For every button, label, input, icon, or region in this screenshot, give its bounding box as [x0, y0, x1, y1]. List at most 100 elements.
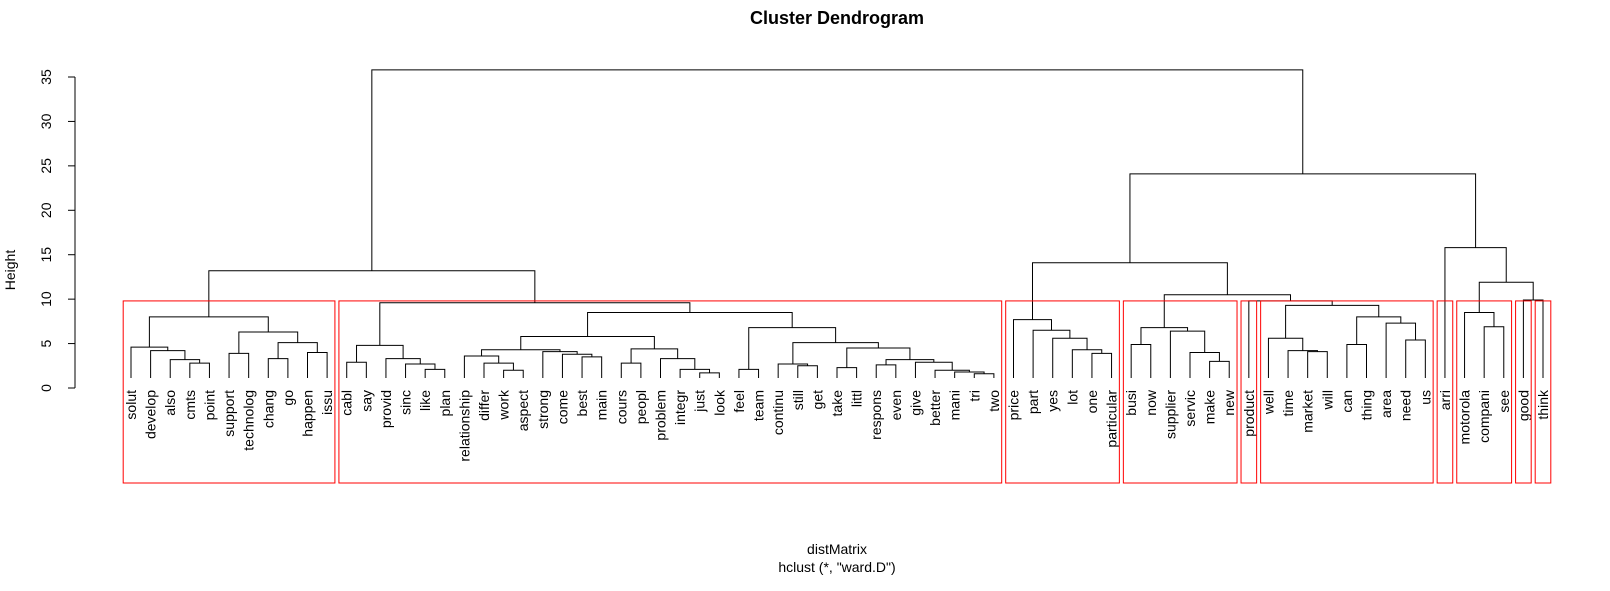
- y-tick-label: 5: [38, 339, 54, 347]
- y-tick-label: 20: [38, 202, 54, 218]
- leaf-label: go: [280, 390, 296, 406]
- dendrogram-link: [1267, 337, 1304, 378]
- dendrogram-link: [875, 364, 897, 378]
- leaf-label: well: [1260, 390, 1276, 415]
- leaf-label: plan: [437, 390, 453, 416]
- leaf-label: get: [809, 390, 825, 410]
- dendrogram-link: [371, 69, 1304, 271]
- dendrogram-link: [777, 363, 809, 378]
- dendrogram-link: [424, 368, 446, 378]
- dendrogram-link: [1130, 343, 1152, 378]
- dendrogram-link: [1163, 294, 1292, 328]
- leaf-label: two: [986, 390, 1002, 412]
- dendrogram-link: [699, 372, 720, 378]
- dendrogram-link: [660, 358, 696, 378]
- dendrogram-link: [1032, 329, 1071, 378]
- dendrogram-link: [1405, 339, 1426, 378]
- dendrogram-link: [581, 356, 603, 378]
- leaf-label: continu: [770, 390, 786, 435]
- leaf-label: thing: [1359, 390, 1375, 420]
- cluster-box: [1260, 300, 1434, 484]
- leaf-label: servic: [1182, 390, 1198, 427]
- dendrogram-link: [797, 365, 818, 378]
- leaf-label: compani: [1476, 390, 1492, 443]
- leaf-label: chang: [260, 390, 276, 428]
- leaf-label: sinc: [398, 390, 414, 415]
- dendrogram-link: [587, 311, 793, 337]
- dendrogram-link: [1169, 330, 1206, 378]
- dendrogram-link: [1385, 322, 1417, 378]
- dendrogram-link: [503, 369, 524, 378]
- y-tick-label: 15: [38, 247, 54, 263]
- x-axis-label: distMatrix: [807, 541, 867, 557]
- dendrogram-link: [1478, 281, 1534, 313]
- dendrogram-link: [620, 362, 642, 378]
- leaf-label: provid: [378, 390, 394, 428]
- dendrogram-link: [379, 302, 691, 346]
- leaf-label: littl: [849, 390, 865, 407]
- leaf-label: part: [1025, 390, 1041, 414]
- leaf-label: tri: [966, 390, 982, 402]
- dendrogram-link: [307, 351, 328, 378]
- dendrogram-link: [346, 361, 367, 378]
- cluster-box: [122, 300, 336, 484]
- leaf-label: come: [554, 390, 570, 424]
- leaf-label: busi: [1123, 390, 1139, 416]
- dendrogram-link: [679, 368, 711, 378]
- cluster-box: [1436, 300, 1454, 484]
- leaf-label: feel: [731, 390, 747, 413]
- dendrogram-link: [1052, 337, 1088, 378]
- leaf-label: differ: [476, 390, 492, 421]
- dendrogram-link: [1209, 360, 1230, 378]
- dendrogram-link: [463, 355, 500, 378]
- dendrogram-link: [520, 335, 655, 350]
- leaf-label: particular: [1104, 390, 1120, 448]
- dendrogram-link: [130, 346, 169, 378]
- leaf-label: make: [1202, 390, 1218, 424]
- leaf-label: us: [1417, 390, 1433, 405]
- chart-title: Cluster Dendrogram: [750, 8, 924, 28]
- dendrogram-link: [630, 348, 679, 364]
- dendrogram-link: [1287, 350, 1318, 378]
- dendrogram-link: [1307, 351, 1328, 378]
- dendrogram-link: [1140, 327, 1189, 345]
- dendrogram-link: [792, 342, 879, 365]
- dendrogram-link: [1248, 300, 1333, 378]
- dendrogram-link: [1483, 326, 1505, 378]
- dendrogram-link: [1032, 262, 1228, 320]
- dendrogram-link: [836, 367, 858, 378]
- leaf-label: just: [692, 390, 708, 413]
- dendrogram-link: [228, 352, 250, 378]
- cluster-box: [1122, 300, 1238, 484]
- leaf-label: time: [1280, 390, 1296, 417]
- leaf-label: peopl: [633, 390, 649, 424]
- leaf-label: arri: [1437, 390, 1453, 410]
- leaf-label: strong: [535, 390, 551, 429]
- leaf-label: look: [711, 389, 727, 416]
- leaf-label: even: [888, 390, 904, 420]
- dendrogram-link: [405, 363, 436, 378]
- y-tick-label: 25: [38, 158, 54, 174]
- leaf-label: still: [790, 390, 806, 410]
- leaf-label: motorola: [1457, 390, 1473, 445]
- leaf-label: cmts: [182, 390, 198, 420]
- leaf-label: aspect: [515, 390, 531, 431]
- leaf-label: technolog: [241, 390, 257, 451]
- leaf-label: problem: [653, 390, 669, 441]
- dendrogram-link: [1444, 247, 1507, 378]
- y-tick-label: 10: [38, 291, 54, 307]
- y-tick-label: 0: [38, 384, 54, 392]
- leaf-label: respons: [868, 390, 884, 440]
- dendrogram-link: [954, 371, 985, 378]
- dendrogram-link: [1129, 173, 1477, 263]
- dendrogram-link: [189, 362, 210, 378]
- dendrogram-link: [277, 342, 318, 359]
- leaf-label: market: [1300, 390, 1316, 433]
- dendrogram-link: [973, 373, 995, 378]
- leaf-label: supplier: [1162, 390, 1178, 439]
- dendrogram-link: [748, 327, 837, 370]
- leaf-label: one: [1084, 390, 1100, 414]
